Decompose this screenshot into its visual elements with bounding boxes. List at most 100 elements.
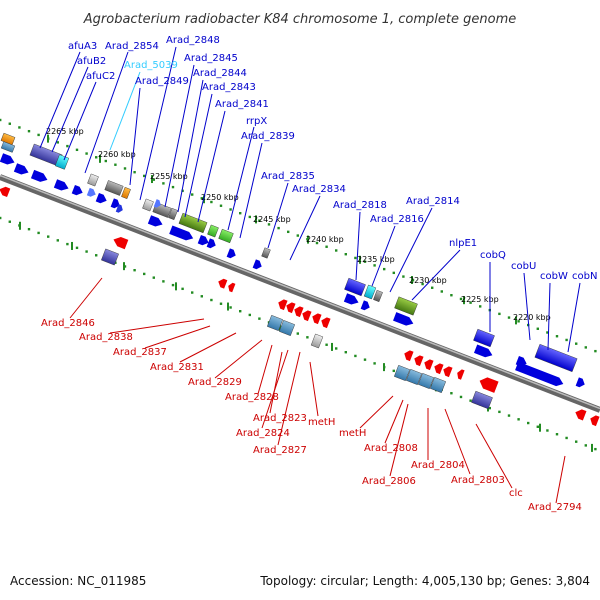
gene-arrow[interactable] [169, 225, 195, 242]
gene-arrow[interactable] [441, 365, 453, 378]
gene-label[interactable]: Arad_2841 [215, 99, 269, 110]
gene-arrow[interactable] [412, 354, 424, 367]
gene-arrow[interactable] [197, 234, 211, 247]
gene-box[interactable] [344, 277, 366, 297]
gene-arrow[interactable] [276, 298, 288, 311]
gene-box[interactable] [266, 314, 284, 332]
gene-arrow[interactable] [455, 368, 465, 380]
gene-arrow[interactable] [360, 300, 372, 311]
gene-label[interactable]: Arad_2816 [370, 214, 424, 225]
gene-label[interactable]: Arad_2818 [333, 200, 387, 211]
gene-arrow[interactable] [393, 312, 415, 328]
gene-box[interactable] [429, 376, 447, 394]
gene-label[interactable]: cobU [511, 261, 536, 272]
gene-arrow[interactable] [147, 215, 164, 228]
gene-box[interactable] [87, 173, 99, 187]
gene-label[interactable]: Arad_2823 [253, 413, 307, 424]
gene-label[interactable]: Arad_2829 [188, 377, 242, 388]
gene-arrow[interactable] [300, 309, 312, 322]
gene-label[interactable]: Arad_2846 [41, 318, 95, 329]
gene-arrow[interactable] [226, 248, 238, 259]
gene-box[interactable] [373, 289, 383, 303]
gene-arrow[interactable] [217, 277, 228, 289]
gene-label[interactable]: Arad_2827 [253, 445, 307, 456]
gene-label[interactable]: Arad_2835 [261, 171, 315, 182]
gene-box[interactable] [471, 390, 493, 410]
gene-arrow[interactable] [0, 185, 11, 198]
gene-arrow[interactable] [473, 344, 494, 360]
gene-label[interactable]: Arad_2806 [362, 476, 416, 487]
gene-label[interactable]: cobQ [480, 250, 506, 261]
gene-label[interactable]: Arad_2848 [166, 35, 220, 46]
gene-arrow[interactable] [95, 192, 109, 205]
gene-arrow[interactable] [13, 163, 30, 176]
gene-arrow[interactable] [402, 349, 414, 362]
gene-arrow[interactable] [343, 293, 360, 306]
gene-label[interactable]: Arad_2834 [292, 184, 346, 195]
gene-label[interactable]: Arad_2838 [79, 332, 133, 343]
gene-arrow[interactable] [284, 301, 296, 314]
gene-arrow[interactable] [252, 259, 264, 270]
gene-box[interactable] [218, 228, 234, 244]
gene-box[interactable] [101, 248, 119, 266]
gene-arrow[interactable] [292, 305, 304, 318]
gene-box[interactable] [393, 364, 411, 382]
gene-arrow[interactable] [0, 153, 16, 166]
gene-arrow[interactable] [53, 179, 70, 192]
gene-label[interactable]: Arad_2843 [202, 82, 256, 93]
gene-label-highlight[interactable]: Arad_5039 [124, 60, 178, 71]
gene-arrow[interactable] [71, 184, 85, 197]
gene-box[interactable] [261, 247, 271, 259]
gene-box[interactable] [142, 198, 154, 212]
gene-arrow[interactable] [227, 282, 236, 293]
gene-label[interactable]: Arad_2837 [113, 347, 167, 358]
gene-label[interactable]: Arad_2814 [406, 196, 460, 207]
gene-box[interactable] [207, 224, 219, 238]
gene-box[interactable] [310, 333, 324, 349]
gene-arrow[interactable] [110, 198, 122, 209]
gene-box[interactable] [121, 186, 131, 200]
gene-arrow[interactable] [319, 316, 331, 329]
gene-arrow[interactable] [575, 377, 587, 388]
gene-arrow[interactable] [30, 169, 49, 184]
gene-arrow[interactable] [477, 375, 499, 393]
gene-label[interactable]: cobW [540, 271, 568, 282]
gene-label[interactable]: Arad_2831 [150, 362, 204, 373]
gene-arrow[interactable] [115, 204, 124, 214]
gene-label[interactable]: Arad_2803 [451, 475, 505, 486]
gene-label[interactable]: Arad_2794 [528, 502, 582, 513]
gene-box[interactable] [168, 207, 178, 221]
gene-box[interactable] [394, 296, 418, 316]
gene-box[interactable] [417, 372, 435, 390]
gene-arrow[interactable] [588, 414, 600, 427]
gene-box[interactable] [363, 284, 377, 300]
gene-label[interactable]: Arad_2828 [225, 392, 279, 403]
gene-arrow[interactable] [310, 312, 322, 325]
gene-label[interactable]: Arad_2845 [184, 53, 238, 64]
gene-label[interactable]: Arad_2854 [105, 41, 159, 52]
gene-label[interactable]: Arad_2844 [193, 68, 247, 79]
gene-arrow[interactable] [153, 199, 162, 209]
gene-label[interactable]: afuA3 [68, 41, 97, 52]
gene-label[interactable]: nlpE1 [449, 238, 477, 249]
gene-box[interactable] [405, 368, 423, 386]
gene-box[interactable] [104, 180, 124, 196]
gene-arrow[interactable] [206, 238, 218, 249]
gene-label[interactable]: afuB2 [77, 56, 106, 67]
gene-arrow[interactable] [86, 187, 97, 198]
gene-label[interactable]: metH [339, 428, 366, 439]
gene-label[interactable]: clc [509, 488, 523, 499]
gene-box[interactable] [178, 212, 208, 234]
gene-arrow[interactable] [422, 358, 434, 371]
gene-box[interactable] [54, 154, 70, 170]
gene-label[interactable]: Arad_2839 [241, 131, 295, 142]
gene-box[interactable] [534, 343, 578, 373]
gene-label[interactable]: Arad_2808 [364, 443, 418, 454]
gene-arrow[interactable] [112, 235, 129, 250]
gene-label[interactable]: afuC2 [86, 71, 115, 82]
gene-arrow[interactable] [432, 362, 444, 375]
gene-label[interactable]: rrpX [246, 116, 267, 127]
gene-label[interactable]: metH [308, 417, 335, 428]
gene-label[interactable]: Arad_2849 [135, 76, 189, 87]
gene-arrow[interactable] [574, 408, 587, 421]
